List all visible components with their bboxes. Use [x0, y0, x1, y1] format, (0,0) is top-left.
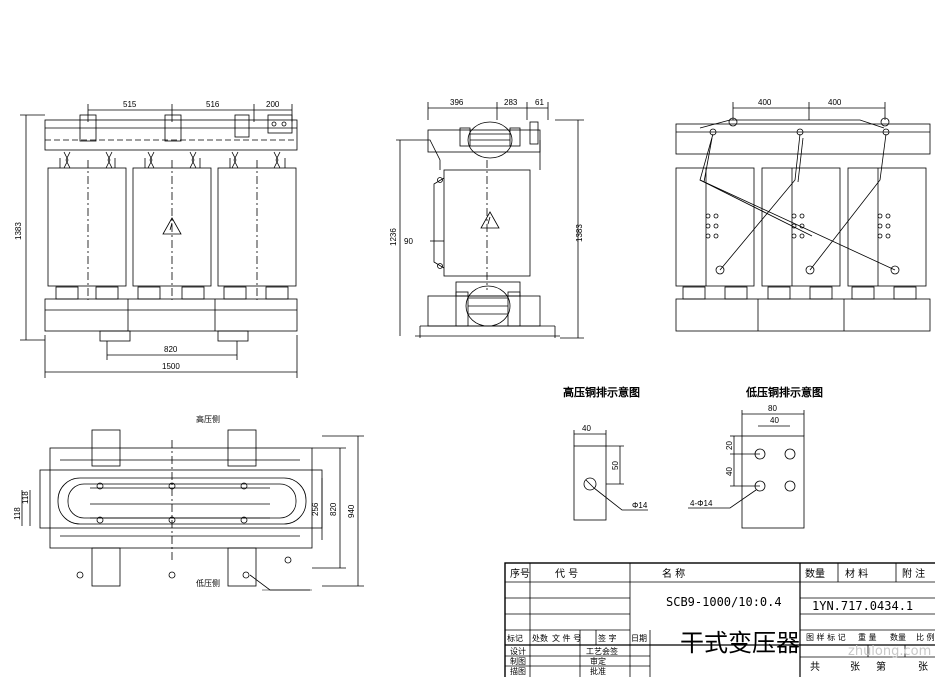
front-dim-200: 200 [266, 100, 280, 109]
mid-role-0: 工艺会签 [586, 646, 618, 656]
side-dim-1383: 1383 [575, 224, 584, 242]
rear-dim-400a: 400 [758, 98, 772, 107]
lv-dim-20: 20 [725, 441, 734, 450]
plan-view: 高压侧 低压侧 118 118 256 820 [13, 414, 364, 591]
sign-row-0: 标记 [507, 633, 523, 643]
header-qty: 数量 [805, 567, 825, 580]
plan-dim-256: 256 [311, 502, 320, 516]
stage-row-1: 重 量 [858, 632, 877, 642]
front-view: 515 516 200 [14, 100, 298, 378]
lv-busbar-title: 低压铜排示意图 [745, 385, 823, 399]
role-1: 制图 [510, 656, 526, 666]
plan-dim-940: 940 [347, 504, 356, 518]
low-voltage-side-label: 低压侧 [196, 578, 220, 588]
role-0: 设计 [510, 646, 526, 656]
front-dim-820: 820 [164, 345, 178, 354]
sign-row-1: 处数 [532, 633, 548, 643]
plan-dim-118b: 118 [21, 491, 30, 504]
stage-row-2: 数量 [890, 632, 906, 642]
plan-dim-118a: 118 [13, 507, 22, 520]
side-warning-triangle-icon [480, 211, 500, 229]
stage-row-3: 比 例 [916, 632, 935, 642]
sign-row-2: 文 件 号 [552, 633, 581, 643]
sign-row-3: 签 字 [598, 633, 617, 643]
side-dim-61: 61 [535, 98, 544, 107]
lv-holes-label: 4-Φ14 [690, 499, 713, 508]
mid-role-1: 审定 [590, 656, 606, 666]
lv-dim-40b: 40 [725, 467, 734, 476]
model-number: SCB9-1000/10:0.4 [666, 595, 782, 609]
plan-dim-820: 820 [329, 502, 338, 516]
front-dim-516: 516 [206, 100, 220, 109]
side-dim-90: 90 [404, 237, 413, 246]
header-name: 名 称 [662, 567, 685, 580]
lv-busbar-detail: 低压铜排示意图 80 40 20 40 4-Φ14 [688, 385, 823, 529]
hv-dim-40: 40 [582, 424, 591, 433]
rear-view: 400 400 [675, 98, 931, 332]
side-dim-396: 396 [450, 98, 464, 107]
role-2: 描图 [510, 666, 526, 676]
side-dim-1236: 1236 [389, 228, 398, 246]
header-note: 附 注 [902, 567, 925, 580]
hv-busbar-detail: 高压铜排示意图 40 50 Φ14 [563, 385, 648, 521]
high-voltage-side-label: 高压侧 [196, 414, 220, 424]
hv-dim-50: 50 [611, 461, 620, 470]
watermark: zhulong.com [848, 644, 931, 659]
sheet-no-unit: 张 [918, 661, 928, 673]
sign-row-4: 日期 [631, 634, 647, 643]
warning-triangle-icon [162, 217, 182, 235]
sheet-total-label: 共 [810, 661, 820, 673]
drawing-number: 1YN.717.0434.1 [812, 599, 913, 613]
product-name: 干式变压器 [680, 629, 800, 657]
side-view: 396 283 61 [389, 98, 584, 339]
front-dim-515: 515 [123, 100, 137, 109]
hv-busbar-title: 高压铜排示意图 [563, 385, 640, 399]
lv-dim-40: 40 [770, 416, 779, 425]
sheet-total-unit: 张 [850, 661, 860, 673]
lv-dim-80: 80 [768, 404, 777, 413]
front-dim-1383: 1383 [14, 222, 23, 240]
header-code: 代 号 [555, 568, 578, 580]
header-material: 材 料 [845, 567, 868, 580]
front-dim-1500: 1500 [162, 362, 180, 371]
title-block: 序号 代 号 名 称 数量 材 料 附 注 SCB9-1000/10:0.4 1… [504, 562, 935, 677]
sheet-no-label: 第 [876, 660, 886, 673]
side-dim-283: 283 [504, 98, 518, 107]
rear-dim-400b: 400 [828, 98, 842, 107]
header-seq: 序号 [510, 567, 530, 580]
hv-hole-label: Φ14 [632, 501, 648, 510]
mid-role-2: 批准 [590, 666, 606, 676]
stage-row-0: 图 样 标 记 [806, 632, 846, 642]
